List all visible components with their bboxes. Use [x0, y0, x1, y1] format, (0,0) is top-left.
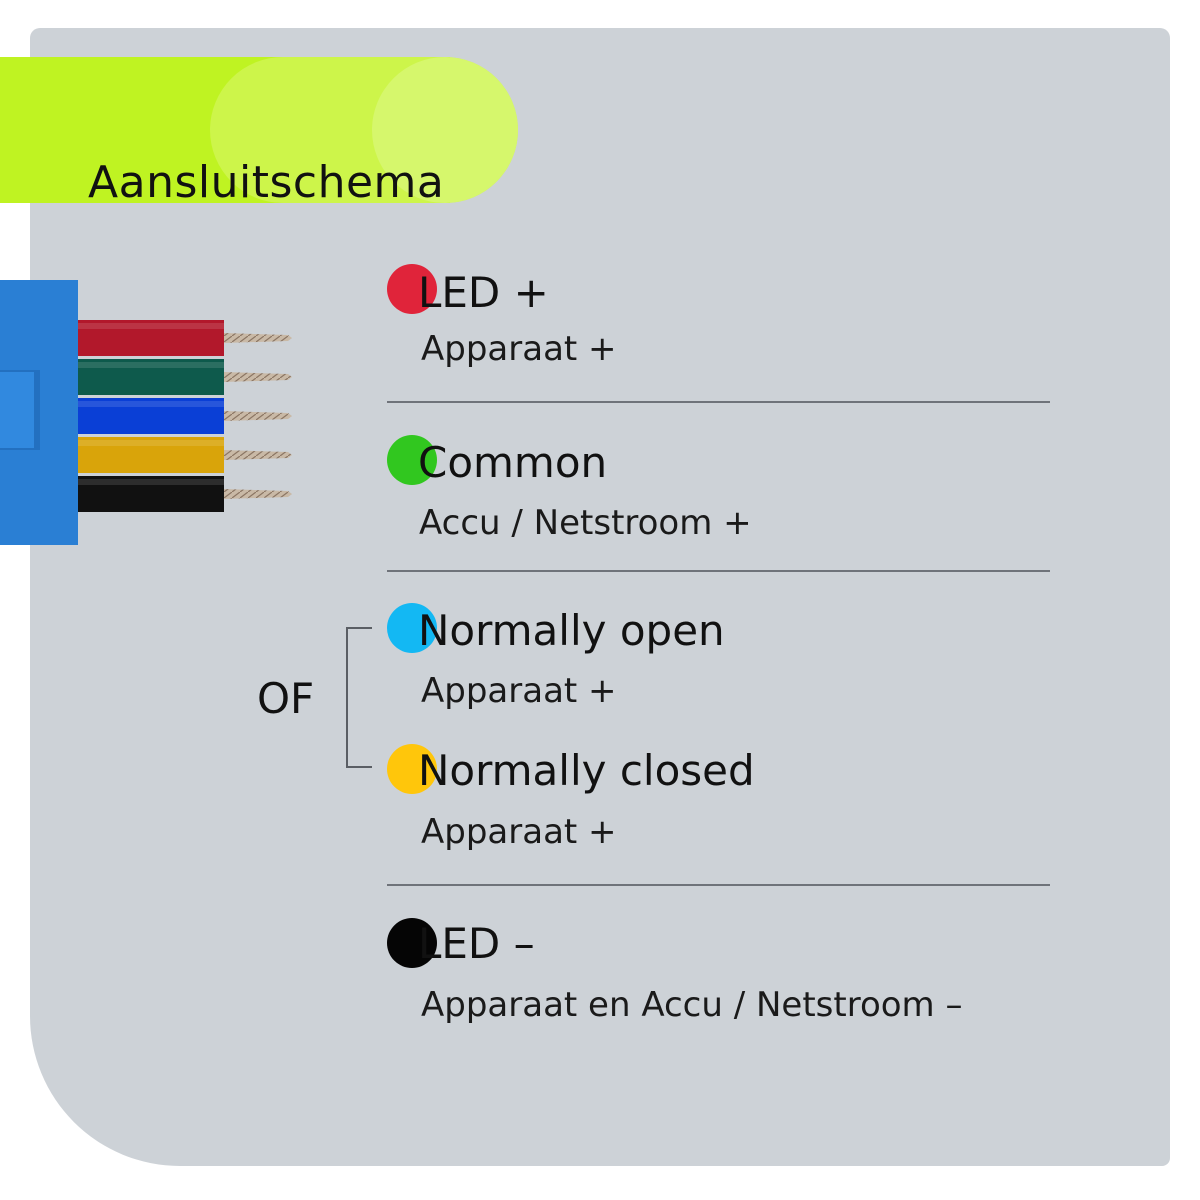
divider [387, 570, 1050, 572]
led-minus-subtitle: Apparaat en Accu / Netstroom – [421, 985, 963, 1025]
normally-closed-title: Normally closed [418, 746, 755, 795]
wire-red [78, 320, 224, 356]
normally-open-dot [387, 603, 437, 653]
or-label: OF [257, 674, 315, 723]
or-bracket [346, 627, 372, 768]
wire-highlight [78, 440, 224, 446]
wire-group [78, 320, 292, 512]
led-plus-title: LED + [418, 268, 549, 317]
wire-blue [78, 398, 224, 434]
normally-closed-subtitle: Apparaat + [421, 812, 617, 852]
normally-open-subtitle: Apparaat + [421, 671, 617, 711]
normally-open-title: Normally open [418, 606, 725, 655]
wire-strand [224, 411, 292, 421]
wire-highlight [78, 323, 224, 329]
common-subtitle: Accu / Netstroom + [419, 503, 752, 543]
led-plus-subtitle: Apparaat + [421, 329, 617, 369]
background-panel [30, 28, 1170, 1166]
normally-closed-dot [387, 744, 437, 794]
wire-strand [224, 333, 292, 343]
title-banner: Aansluitschema [0, 57, 520, 203]
led-minus-title: LED – [418, 919, 535, 968]
wire-yellow [78, 437, 224, 473]
wire-highlight [78, 401, 224, 407]
wire-strand [224, 450, 292, 460]
wire-dark-green [78, 359, 224, 395]
wire-black [78, 476, 224, 512]
connector-illustration [0, 280, 292, 545]
divider [387, 401, 1050, 403]
common-dot [387, 435, 437, 485]
led-plus-dot [387, 264, 437, 314]
common-title: Common [418, 438, 608, 487]
wire-strand [224, 489, 292, 499]
wire-strand [224, 372, 292, 382]
wire-highlight [78, 479, 224, 485]
page-title: Aansluitschema [88, 157, 445, 204]
led-minus-dot [387, 918, 437, 968]
divider [387, 884, 1050, 886]
wire-highlight [78, 362, 224, 368]
